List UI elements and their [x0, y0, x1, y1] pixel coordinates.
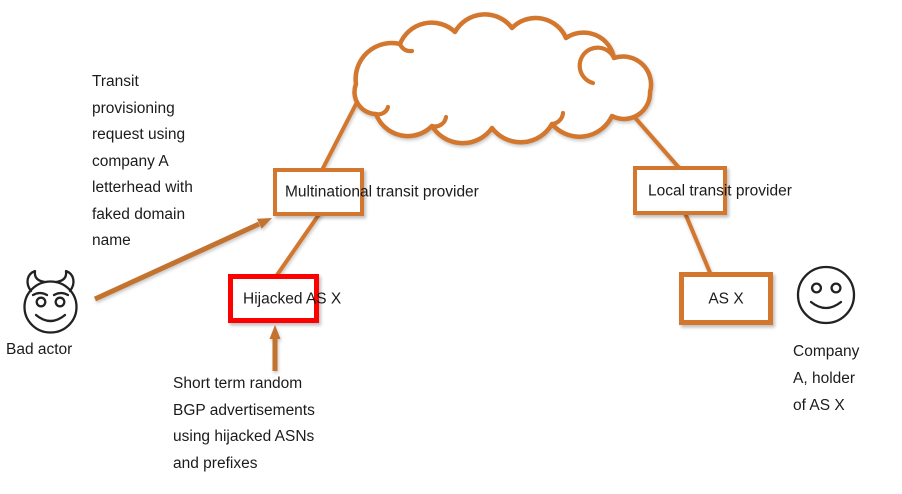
connector-multinational-to-hijacked [275, 211, 322, 277]
cloud-curl [429, 114, 449, 129]
arrow-bgp-note-to-hijacked [269, 325, 281, 371]
arrow-bad-actor-to-multinational [93, 218, 272, 302]
node-hijacked-asx: Hijacked AS X [228, 274, 341, 323]
company-a-label: Company A, holder of AS X [793, 343, 860, 414]
node-local-provider-label: Local transit provider [648, 181, 792, 199]
internet-cloud [352, 12, 654, 146]
annotation-provisioning-request: Transit provisioning request using compa… [92, 73, 193, 249]
cloud-curl [577, 45, 617, 86]
node-hijacked-asx-label: Hijacked AS X [243, 289, 342, 307]
node-multinational-provider-label: Multinational transit provider [285, 183, 479, 201]
bad-actor-label: Bad actor [6, 341, 73, 358]
devil-face-icon [23, 269, 78, 334]
connector-local-to-asx [683, 211, 713, 277]
smiley-face-icon [796, 265, 856, 325]
connector-cloud-to-multinational [320, 102, 358, 172]
annotation-bgp-advertisements: Short term random BGP advertisements usi… [173, 375, 315, 472]
node-local-provider: Local transit provider [633, 166, 792, 215]
cloud-curl [549, 110, 566, 127]
node-asx-label: AS X [708, 289, 744, 307]
node-multinational-provider: Multinational transit provider [273, 168, 479, 216]
cloud-curl [373, 104, 391, 117]
cloud-curl [397, 41, 415, 54]
node-asx: AS X [679, 272, 773, 325]
